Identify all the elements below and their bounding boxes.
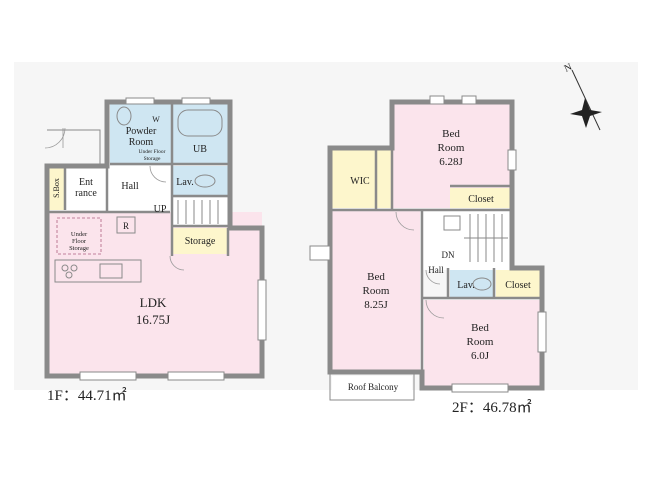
- toilet-icon: [194, 174, 216, 188]
- bed-room-2-fill: [332, 210, 420, 370]
- sink-icon: [99, 263, 123, 279]
- stove-burner-icon: [65, 271, 73, 279]
- stove-burner-icon: [61, 264, 69, 272]
- w-label: W: [152, 115, 160, 124]
- door-swing: [425, 299, 445, 319]
- under-floor-storage-label: Under: [71, 231, 88, 238]
- toilet-2f-icon: [472, 277, 492, 291]
- wic-label: WIC: [350, 176, 370, 187]
- stairs-1f: [177, 200, 219, 224]
- washbasin-icon: [116, 106, 132, 126]
- porch: [47, 129, 101, 166]
- under-floor-storage-outline: [56, 217, 102, 255]
- storage-label-1f: Storage: [185, 236, 216, 247]
- up-label: UP: [154, 204, 167, 215]
- washbasin-2f-icon: [443, 215, 461, 231]
- entrance-label: Ent: [79, 177, 93, 188]
- lav-label-2f: Lav.: [457, 280, 474, 291]
- r-label: R: [123, 221, 129, 231]
- bed-room-1-label: Bed: [442, 128, 460, 140]
- ldk-label: LDK: [140, 295, 167, 310]
- lav-fill-1f: [172, 166, 228, 196]
- refrigerator-icon: [116, 216, 136, 234]
- door-swing: [149, 165, 167, 183]
- stair-fill-1f: [172, 198, 228, 226]
- dn-label: DN: [442, 250, 455, 260]
- sbox-label: S.Box: [52, 178, 61, 198]
- interior-walls-1f: [47, 102, 230, 256]
- interior-walls-2f: [330, 102, 542, 372]
- windows-1f: [79, 97, 267, 381]
- closet-1-fill: [450, 188, 510, 208]
- under-floor-storage-small-label: Under Floor: [138, 149, 165, 155]
- compass-rose: N: [563, 62, 602, 131]
- bed-room-3-fill: [424, 300, 540, 388]
- roof-balcony-label: Roof Balcony: [348, 382, 399, 392]
- windows-2f: [309, 95, 547, 393]
- hall-fill-2f: [422, 210, 510, 270]
- roof-balcony-fill: [332, 376, 412, 398]
- powder-room-fill: [110, 104, 172, 164]
- hall-label-1f: Hall: [121, 181, 138, 192]
- stove-burner-icon: [70, 264, 78, 272]
- bed-room-2-label: Bed: [367, 271, 385, 283]
- floor-1-area: 1F：44.71㎡: [47, 387, 127, 404]
- wic-fill: [332, 150, 392, 208]
- floor-2-area: 2F：46.78㎡: [452, 399, 532, 416]
- sbox-fill: [47, 166, 65, 210]
- closet-2-label: Closet: [505, 280, 531, 291]
- door-swing: [169, 255, 185, 271]
- door-swing: [395, 211, 415, 231]
- lav-fill-2f: [450, 270, 494, 298]
- door-swing: [425, 269, 441, 285]
- closet-1-label: Closet: [468, 194, 494, 205]
- kitchen-counter: [54, 259, 142, 283]
- hall-fill-1f: [107, 166, 172, 212]
- entrance-door-swing: [44, 127, 66, 149]
- compass-star-icon: [570, 98, 602, 128]
- closet-2-fill: [496, 270, 540, 298]
- entrance-fill: [65, 166, 107, 210]
- bed-room-3-label: Bed: [471, 322, 489, 334]
- exterior-wall-2f: [327, 99, 545, 391]
- powder-room-label: Powder: [126, 126, 157, 137]
- lav-label-1f: Lav.: [176, 177, 193, 188]
- storage-fill-1f: [172, 228, 228, 254]
- bathtub-icon: [177, 109, 223, 137]
- compass-north-label: N: [563, 62, 574, 75]
- ub-label: UB: [193, 144, 207, 155]
- stairs-2f: [464, 214, 508, 262]
- roof-balcony-outline: [329, 373, 415, 401]
- hall-label-2f: Hall: [428, 265, 444, 275]
